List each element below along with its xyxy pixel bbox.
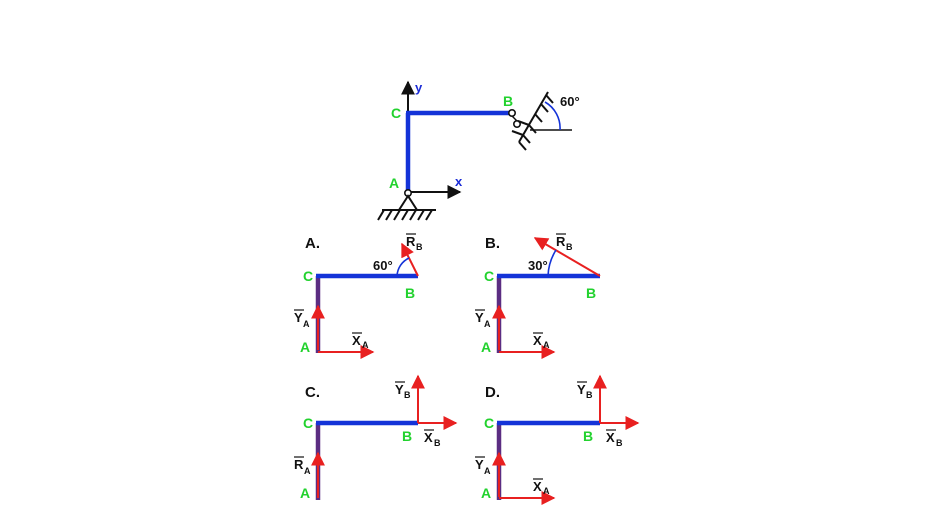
option-b[interactable]: B. C B A 30° R B Y A X A — [475, 233, 601, 359]
point-b-label: B — [503, 93, 513, 109]
point-c-label: C — [391, 105, 401, 121]
option-c-point-a: A — [300, 485, 310, 501]
option-c[interactable]: C. C B A Y B X B R A — [294, 374, 458, 501]
y-axis-label: y — [415, 80, 423, 95]
option-d-point-a: A — [481, 485, 491, 501]
option-d[interactable]: D. C B A Y B X B Y A X A — [475, 374, 640, 505]
option-a-xa-sub: A — [362, 340, 369, 350]
option-c-letter: C. — [305, 384, 320, 401]
option-c-point-c: C — [303, 415, 313, 431]
roller-support-b — [507, 91, 572, 151]
option-d-point-b: B — [583, 428, 593, 444]
x-axis-label: x — [455, 174, 463, 189]
option-b-point-a: A — [481, 339, 491, 355]
option-b-rb-label: R — [556, 234, 566, 249]
option-d-ya-sub: A — [484, 466, 491, 476]
option-c-point-b: B — [402, 428, 412, 444]
option-d-xb-sub: B — [616, 438, 623, 448]
option-b-point-c: C — [484, 268, 494, 284]
option-c-xb-label: X — [424, 430, 433, 445]
option-d-yb-sub: B — [586, 390, 593, 400]
option-b-rb-sub: B — [566, 242, 573, 252]
option-b-ya-sub: A — [484, 319, 491, 329]
option-a-xa-label: X — [352, 333, 361, 348]
option-b-letter: B. — [485, 235, 500, 252]
option-d-letter: D. — [485, 384, 500, 401]
option-d-xa-sub: A — [543, 486, 550, 496]
option-b-angle: 30° — [528, 258, 548, 273]
option-c-xb-sub: B — [434, 438, 441, 448]
option-d-xb-label: X — [606, 430, 615, 445]
option-b-rb-arrow — [533, 237, 601, 277]
option-c-ra-label: R — [294, 457, 304, 472]
option-a-point-a: A — [300, 339, 310, 355]
option-a-rb-arrow — [401, 242, 419, 277]
option-a-angle-arc — [396, 257, 410, 277]
option-d-point-c: C — [484, 415, 494, 431]
option-a[interactable]: A. C B A 60° R B Y A X A — [294, 233, 423, 359]
option-a-rb-label: R — [406, 234, 416, 249]
option-d-xa-label: X — [533, 479, 542, 494]
option-b-ya-label: Y — [475, 310, 484, 325]
incline-angle-label: 60° — [560, 94, 580, 109]
option-c-ra-sub: A — [304, 466, 311, 476]
option-b-point-b: B — [586, 285, 596, 301]
point-a-label: A — [389, 175, 399, 191]
option-b-angle-arc — [547, 249, 557, 277]
option-b-xa-label: X — [533, 333, 542, 348]
option-c-yb-sub: B — [404, 390, 411, 400]
option-a-letter: A. — [305, 235, 320, 252]
option-a-ya-sub: A — [303, 319, 310, 329]
option-a-point-c: C — [303, 268, 313, 284]
option-a-angle: 60° — [373, 258, 393, 273]
option-a-ya-label: Y — [294, 310, 303, 325]
main-frame: y x C B A — [377, 80, 580, 221]
option-a-rb-sub: B — [416, 242, 423, 252]
option-a-point-b: B — [405, 285, 415, 301]
option-c-yb-label: Y — [395, 382, 404, 397]
option-d-yb-label: Y — [577, 382, 586, 397]
pin-support-a — [377, 189, 436, 221]
option-b-xa-sub: A — [543, 340, 550, 350]
option-d-ya-label: Y — [475, 457, 484, 472]
